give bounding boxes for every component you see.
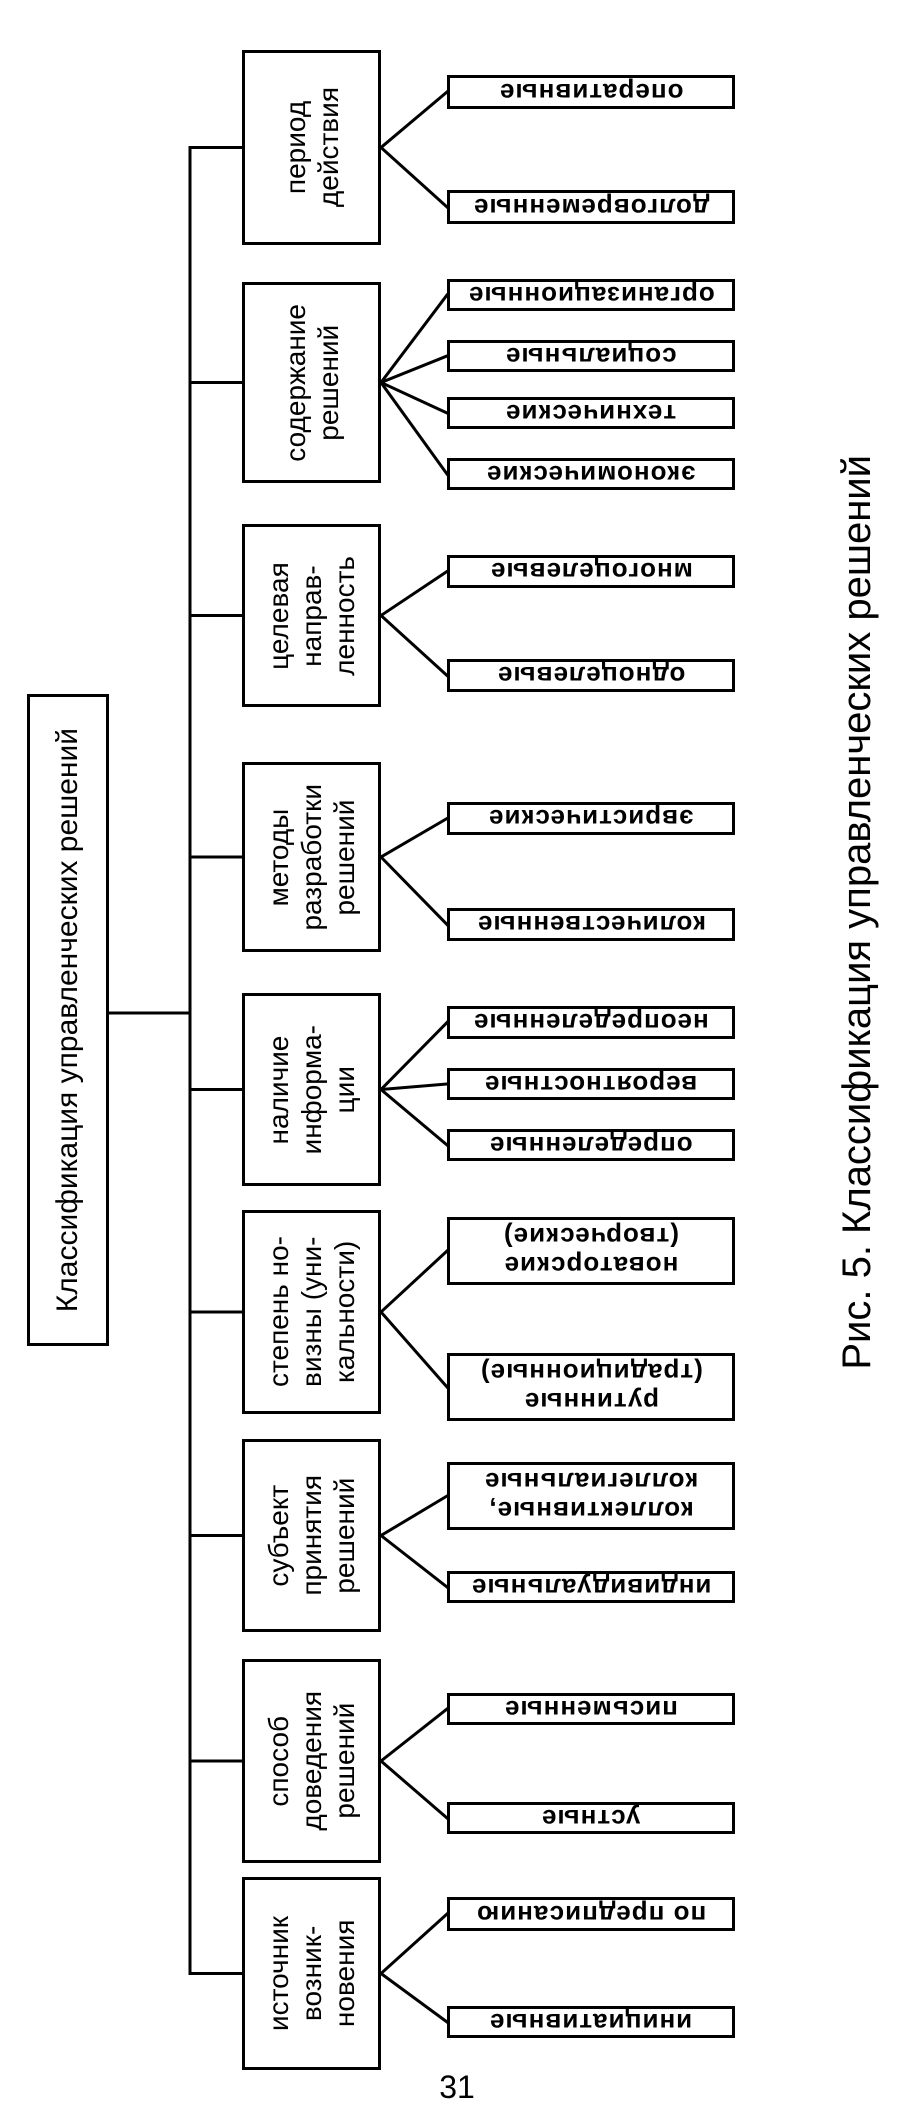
fan-line-2c	[379, 380, 449, 415]
leaf-node-9a: по предписанию	[447, 1897, 735, 1931]
category-node-8: способ доведения решений	[242, 1659, 381, 1863]
category-label: целевая направ- ленность	[263, 555, 360, 676]
leaf-label: по предписанию	[475, 1899, 707, 1930]
leaf-node-3b: одноцелевые	[447, 659, 735, 692]
category-label: степень но- визны (уни- кальности)	[263, 1236, 360, 1388]
fan-line-4b	[378, 854, 450, 927]
root-node: Классификация управленческих решений	[27, 694, 109, 1346]
leaf-node-5a: неопределенные	[447, 1006, 735, 1039]
fan-line-5b	[379, 1082, 449, 1092]
category-label: период действия	[279, 87, 344, 208]
leaf-node-9b: инициативные	[447, 2006, 735, 2038]
fan-line-2a	[378, 292, 450, 385]
leaf-node-2c: технические	[447, 397, 735, 429]
figure-caption-text: Рис. 5. Классификация управленческих реш…	[835, 454, 879, 1370]
leaf-label: одноцелевые	[496, 661, 686, 691]
category-label: содержание решений	[279, 303, 344, 462]
leaf-label: социальные	[505, 341, 677, 372]
leaf-label: письменные	[504, 1694, 678, 1725]
leaf-node-4a: эвристические	[447, 802, 735, 835]
leaf-label: рутинные (традиционные)	[479, 1358, 703, 1417]
fan-line-4a	[378, 816, 450, 860]
fan-line-2d	[378, 380, 450, 477]
fan-line-9a	[378, 1911, 450, 1976]
category-node-2: содержание решений	[242, 282, 381, 483]
fan-line-8b	[378, 1758, 450, 1821]
root-node-label: Классификация управленческих решений	[51, 727, 84, 1313]
leaf-node-2a: организационные	[447, 279, 735, 311]
leaf-node-8b: устные	[447, 1802, 735, 1834]
leaf-label: долговременные	[472, 192, 710, 223]
fan-line-9b	[378, 1971, 450, 2025]
fan-line-3b	[378, 613, 450, 678]
leaf-label: новаторские (творческие)	[503, 1222, 679, 1281]
fan-line-7b	[378, 1533, 450, 1590]
leaf-node-6b: рутинные (традиционные)	[447, 1353, 735, 1421]
category-label: способ доведения решений	[263, 1691, 360, 1831]
fan-line-1a	[378, 89, 450, 150]
fan-line-6b	[378, 1309, 450, 1390]
leaf-label: экономические	[486, 459, 696, 490]
leaf-node-7a: коллективные, коллегиальные	[447, 1462, 735, 1530]
leaf-node-1b: долговременные	[447, 190, 735, 224]
fan-line-5a	[378, 1020, 450, 1092]
leaf-node-8a: письменные	[447, 1693, 735, 1725]
leaf-node-4b: количественные	[447, 908, 735, 941]
category-label: источник возник- новения	[263, 1915, 360, 2032]
leaf-node-7b: индивидуальные	[447, 1571, 735, 1603]
leaf-node-2b: социальные	[447, 340, 735, 372]
category-node-6: степень но- визны (уни- кальности)	[242, 1210, 381, 1414]
leaf-label: определенные	[489, 1130, 693, 1161]
leaf-label: индивидуальные	[470, 1572, 712, 1603]
category-label: наличие информа- ции	[263, 1024, 360, 1155]
leaf-node-1a: оперативные	[447, 75, 735, 109]
leaf-node-5c: определенные	[447, 1129, 735, 1161]
leaf-label: вероятностные	[484, 1069, 698, 1100]
figure-caption: Рис. 5. Классификация управленческих реш…	[832, 400, 882, 1424]
leaf-node-6a: новаторские (творческие)	[447, 1217, 735, 1285]
leaf-label: количественные	[476, 910, 706, 940]
leaf-label: технические	[505, 398, 677, 429]
leaf-label: неопределенные	[473, 1008, 709, 1038]
category-node-1: период действия	[242, 50, 381, 245]
leaf-label: инициативные	[489, 2007, 693, 2038]
fan-line-6a	[378, 1248, 450, 1315]
fan-line-5c	[378, 1087, 450, 1148]
leaf-node-2d: экономические	[447, 458, 735, 490]
leaf-label: устные	[541, 1803, 641, 1834]
fan-line-1b	[378, 145, 450, 210]
fan-line-8a	[378, 1706, 450, 1764]
leaf-label: коллективные, коллегиальные	[483, 1467, 699, 1526]
category-node-5: наличие информа- ции	[242, 993, 381, 1186]
leaf-label: организационные	[467, 280, 715, 311]
category-label: методы разработки решений	[263, 783, 360, 931]
category-node-9: источник возник- новения	[242, 1877, 381, 2070]
category-node-3: целевая направ- ленность	[242, 524, 381, 707]
fan-line-7a	[378, 1493, 450, 1538]
leaf-label: эвристические	[488, 804, 694, 834]
fan-line-2b	[379, 354, 449, 385]
leaf-node-5b: вероятностные	[447, 1068, 735, 1100]
leaf-label: многоцелевые	[489, 557, 693, 587]
category-node-4: методы разработки решений	[242, 762, 381, 952]
leaf-label: оперативные	[498, 77, 684, 108]
category-node-7: субъект принятия решений	[242, 1439, 381, 1632]
leaf-node-3a: многоцелевые	[447, 555, 735, 588]
fan-line-3a	[378, 569, 450, 618]
page-number: 31	[439, 2069, 475, 2105]
category-label: субъект принятия решений	[263, 1475, 360, 1596]
